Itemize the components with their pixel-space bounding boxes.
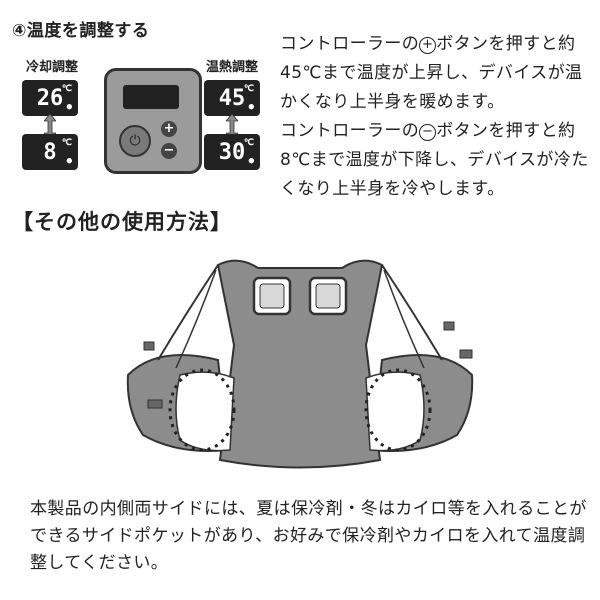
- minus-circle-icon: −: [419, 124, 437, 141]
- heating-description: コントローラーの+ボタンを押すと約45℃まで温度が上昇し、デバイスが温かくなり上…: [280, 34, 583, 112]
- droplet-icon: ●: [248, 156, 254, 166]
- heating-high-display: 45 ℃ ●: [204, 80, 260, 116]
- unit-label: ℃: [61, 84, 72, 94]
- cooling-high-display: 26 ℃ ●: [22, 80, 78, 116]
- heating-label: 温熱調整: [206, 60, 259, 75]
- temperature-description: コントローラーの+ボタンを押すと約45℃まで温度が上昇し、デバイスが温かくなり上…: [280, 30, 590, 204]
- controller-screen: [123, 85, 179, 109]
- cooling-low-value: 8: [43, 139, 57, 165]
- heating-low-value: 30: [218, 139, 246, 165]
- controller: ⏻ + −: [104, 68, 202, 174]
- step-title: ④温度を調整する: [12, 21, 150, 41]
- droplet-icon: ●: [66, 156, 72, 166]
- unit-label: ℃: [243, 84, 254, 94]
- side-pocket-description: 本製品の内側両サイドには、夏は保冷剤・冬はカイロ等を入れることができるサイドポケ…: [30, 499, 587, 573]
- double-arrow-icon: [44, 114, 56, 140]
- droplet-icon: ●: [248, 102, 254, 112]
- heating-low-display: 30 ℃ ●: [204, 134, 260, 170]
- plus-button-icon: +: [161, 121, 177, 137]
- cooling-low-display: 8 ℃ ●: [22, 134, 78, 170]
- heating-high-value: 45: [218, 85, 246, 111]
- unit-label: ℃: [243, 138, 254, 148]
- power-button-icon: ⏻: [119, 125, 151, 157]
- cooling-high-value: 26: [36, 85, 64, 111]
- plus-circle-icon: +: [419, 37, 437, 54]
- section-title: 【その他の使用方法】: [12, 210, 232, 234]
- cooling-description: コントローラーの−ボタンを押すと約8℃まで温度が下降し、デバイスが冷たくなり上半…: [280, 121, 589, 199]
- vest-illustration: [126, 259, 474, 469]
- minus-button-icon: −: [161, 143, 177, 159]
- unit-label: ℃: [61, 138, 72, 148]
- cooling-label: 冷却調整: [26, 60, 79, 75]
- double-arrow-icon: [226, 114, 238, 140]
- droplet-icon: ●: [66, 102, 72, 112]
